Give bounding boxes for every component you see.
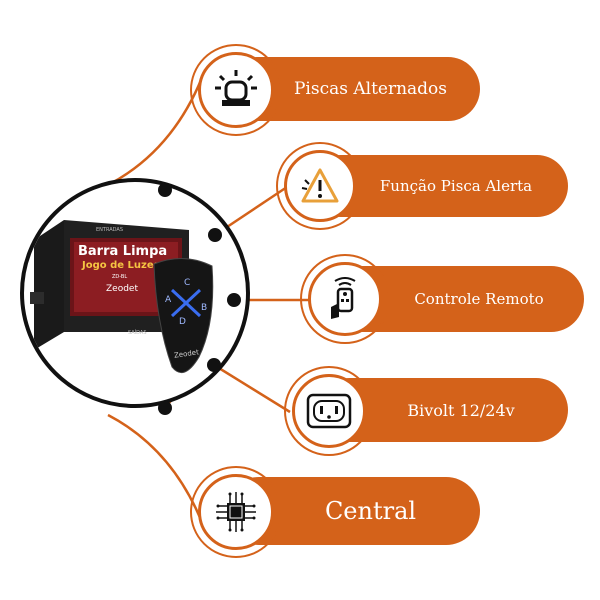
- module-title-line2: Jogo de Luzes: [82, 260, 160, 271]
- feature-badge-3: [308, 262, 382, 336]
- module-bottom-label: SAÍDAS: [128, 330, 147, 336]
- connector-dot-1: [158, 183, 172, 197]
- warning-triangle-icon: [301, 168, 339, 203]
- product-photo-frame: ENTRADAS Barra Limpa Jogo de Luzes ZD-BL…: [20, 178, 250, 408]
- remote-button-c: C: [184, 278, 191, 288]
- connector-dot-5: [158, 401, 172, 415]
- connector-dot-4: [207, 358, 221, 372]
- remote-button-d: D: [179, 317, 186, 327]
- feature-label-pisca-alerta: Função Pisca Alerta: [379, 177, 533, 195]
- remote-button-b: B: [201, 303, 208, 313]
- product-illustration: [30, 220, 189, 350]
- remote-button-a: A: [165, 295, 172, 305]
- feature-badge-4: [292, 374, 366, 448]
- siren-icon: [215, 70, 257, 106]
- module-brand: Zeodet: [106, 284, 138, 294]
- feature-label-controle-remoto: Controle Remoto: [414, 290, 544, 308]
- feature-label-piscas-alternados: Piscas Alternados: [293, 79, 448, 99]
- module-model: ZD-BL: [112, 274, 128, 280]
- connector-dot-2: [208, 228, 222, 242]
- module-title-line1: Barra Limpa: [78, 244, 168, 259]
- feature-badge-1: [198, 52, 274, 128]
- module-top-label: ENTRADAS: [96, 227, 124, 233]
- control-module: [30, 220, 189, 350]
- feature-badge-2: [284, 150, 356, 222]
- feature-label-central: Central: [324, 497, 417, 525]
- remote-control: [153, 258, 214, 374]
- microchip-icon: [216, 492, 256, 532]
- connector-dot-3: [227, 293, 241, 307]
- feature-badge-5: [198, 474, 274, 550]
- power-outlet-icon: [306, 393, 352, 429]
- remote-control-icon: [331, 277, 356, 319]
- feature-label-bivolt: Bivolt 12/24v: [407, 400, 515, 420]
